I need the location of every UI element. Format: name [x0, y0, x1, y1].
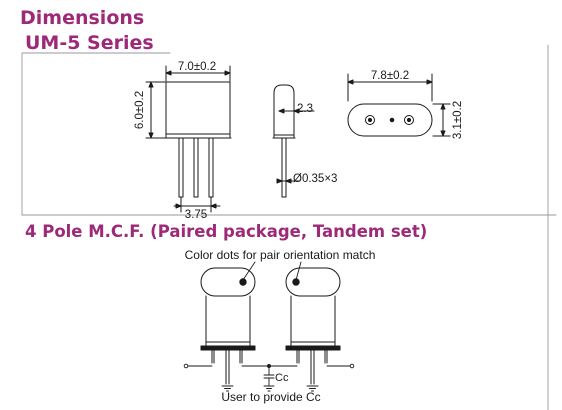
- um5-side-width-label: 2.3: [297, 103, 313, 115]
- section-title: Dimensions: [20, 7, 145, 29]
- um5-base-view: [347, 73, 451, 137]
- capacitor-label: Cc: [275, 372, 289, 384]
- color-dots-note: Color dots for pair orientation match: [185, 248, 376, 262]
- um5-series-title: UM-5 Series: [25, 32, 154, 54]
- mcf-left-crystal: [200, 267, 256, 385]
- um5-pin-diameter-label: Ø0.35×3: [293, 173, 337, 185]
- um5-pin-pitch-label: 3.75: [185, 209, 207, 221]
- section-frame: [21, 44, 557, 410]
- color-dot-pointers: [242, 261, 302, 281]
- mcf-title: 4 Pole M.C.F. (Paired package, Tandem se…: [25, 222, 428, 241]
- um5-base-depth-label: 3.1±0.2: [452, 101, 464, 139]
- um5-width-label: 7.0±0.2: [178, 61, 216, 73]
- user-provide-note: User to provide Cc: [221, 390, 320, 404]
- um5-front-view: [145, 65, 232, 213]
- mcf-wiring: [183, 363, 355, 392]
- mcf-right-crystal: [285, 267, 341, 385]
- um5-height-label: 6.0±0.2: [134, 91, 146, 129]
- um5-base-width-label: 7.8±0.2: [371, 70, 409, 82]
- um5-side-view: [272, 84, 315, 198]
